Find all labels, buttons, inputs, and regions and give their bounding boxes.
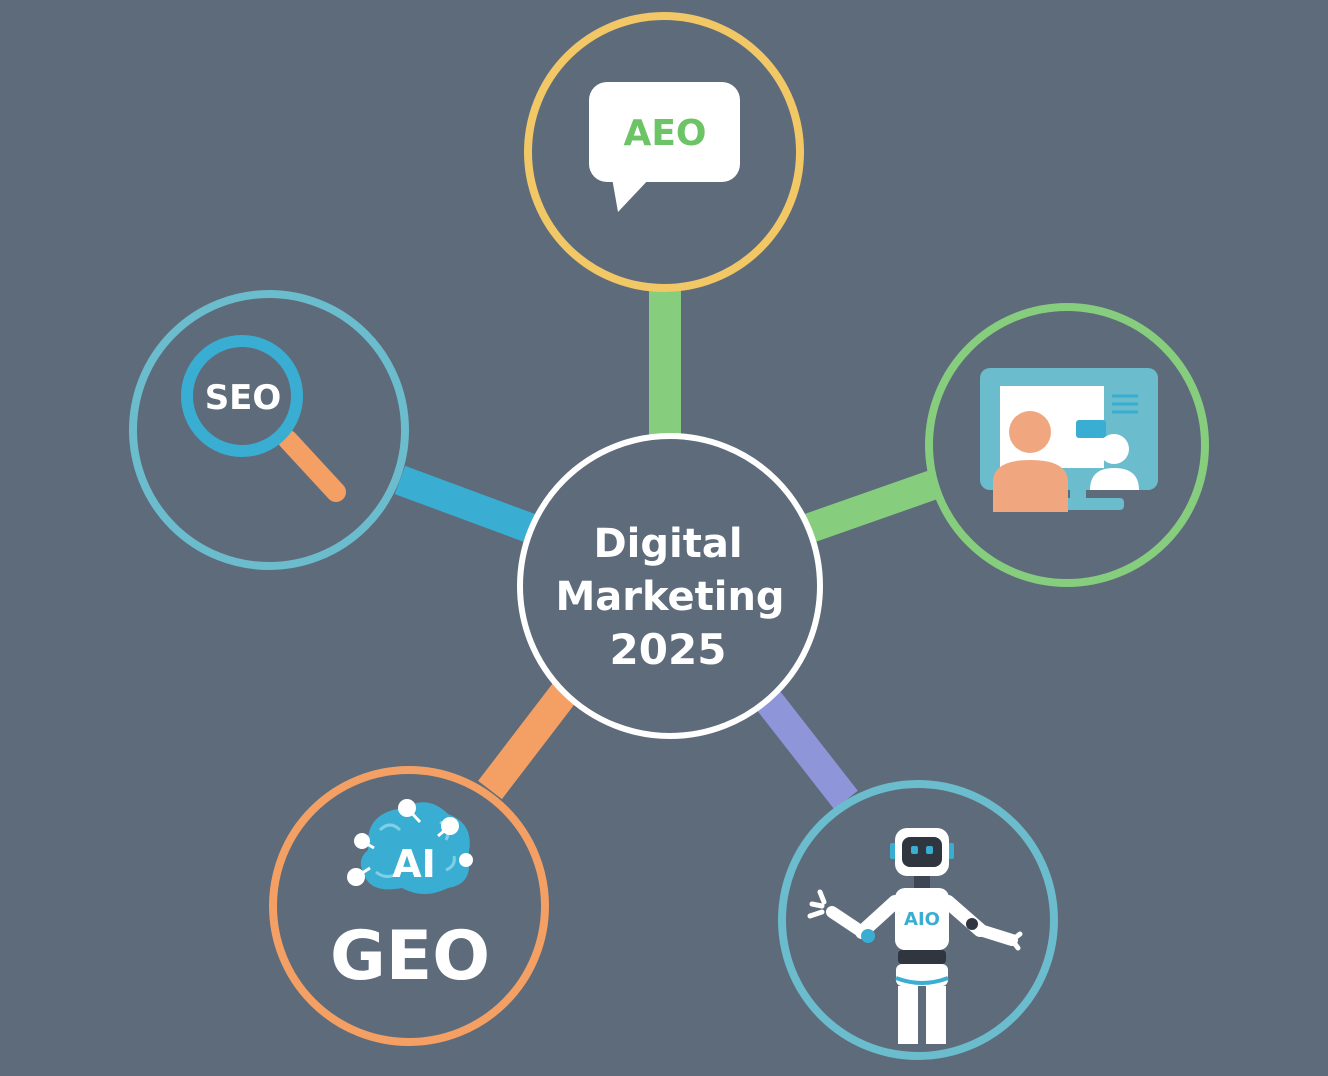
connector-video: [805, 468, 943, 543]
connector-seo: [394, 465, 541, 545]
center-title-line-1: Digital: [593, 521, 742, 567]
center-title-line-3: 2025: [610, 625, 727, 674]
video-call-monitor-icon: [980, 368, 1158, 512]
aeo-label: AEO: [623, 113, 706, 154]
center-node: Digital Marketing 2025: [517, 433, 823, 739]
magnifying-glass-icon: [181, 335, 346, 502]
aeo-node: AEO: [524, 12, 804, 292]
geo-ai-badge: AI: [392, 842, 436, 886]
speech-bubble-icon: [589, 82, 740, 212]
aio-label: AIO: [904, 909, 940, 930]
aio-node: AIO: [778, 780, 1058, 1060]
geo-node: AI GEO: [269, 766, 549, 1046]
ai-brain-icon: [347, 799, 473, 894]
robot-icon: [807, 828, 1023, 1044]
connector-geo: [478, 682, 577, 800]
center-title-line-2: Marketing: [555, 574, 784, 620]
connector-aio: [756, 690, 858, 810]
connectors: [394, 290, 943, 810]
seo-node: SEO: [129, 290, 409, 570]
seo-label: SEO: [205, 378, 282, 418]
geo-label: GEO: [330, 917, 490, 996]
video-node: [925, 303, 1209, 587]
